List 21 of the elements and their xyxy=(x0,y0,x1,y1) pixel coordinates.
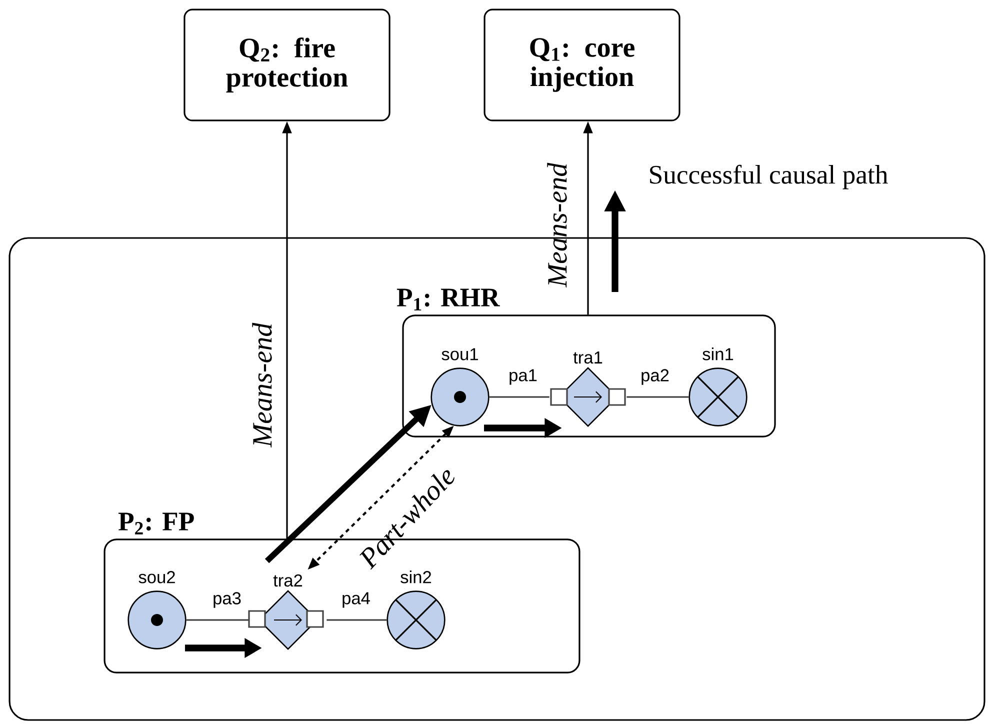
legend-label: Successful causal path xyxy=(650,164,888,190)
edge-label: pa4 xyxy=(342,592,370,608)
connector-line xyxy=(186,619,250,621)
edge-label: Means-end xyxy=(252,322,272,448)
goal-box: Q$_{1}$: core injection xyxy=(484,8,680,122)
connector-line xyxy=(326,619,387,621)
node-label: sin2 xyxy=(400,570,432,584)
edge-label: pa3 xyxy=(214,592,241,608)
node-label: sin1 xyxy=(702,348,734,360)
connector-line xyxy=(626,396,689,398)
edge-label: Means-end xyxy=(547,162,567,288)
connector-line xyxy=(489,396,550,398)
node-label: sou1 xyxy=(442,348,478,360)
edge-label: pa2 xyxy=(642,369,669,385)
node-label: tra1 xyxy=(573,352,602,364)
node-label: sou2 xyxy=(138,571,175,584)
node-label: tra2 xyxy=(273,574,302,587)
goal-box: Q$_{2}$: fire protection xyxy=(184,8,390,122)
edge-label: pa1 xyxy=(510,369,537,385)
node-label: P$_{2}$: FP xyxy=(118,512,194,534)
node-label: P$_{1}$: RHR xyxy=(396,288,500,310)
